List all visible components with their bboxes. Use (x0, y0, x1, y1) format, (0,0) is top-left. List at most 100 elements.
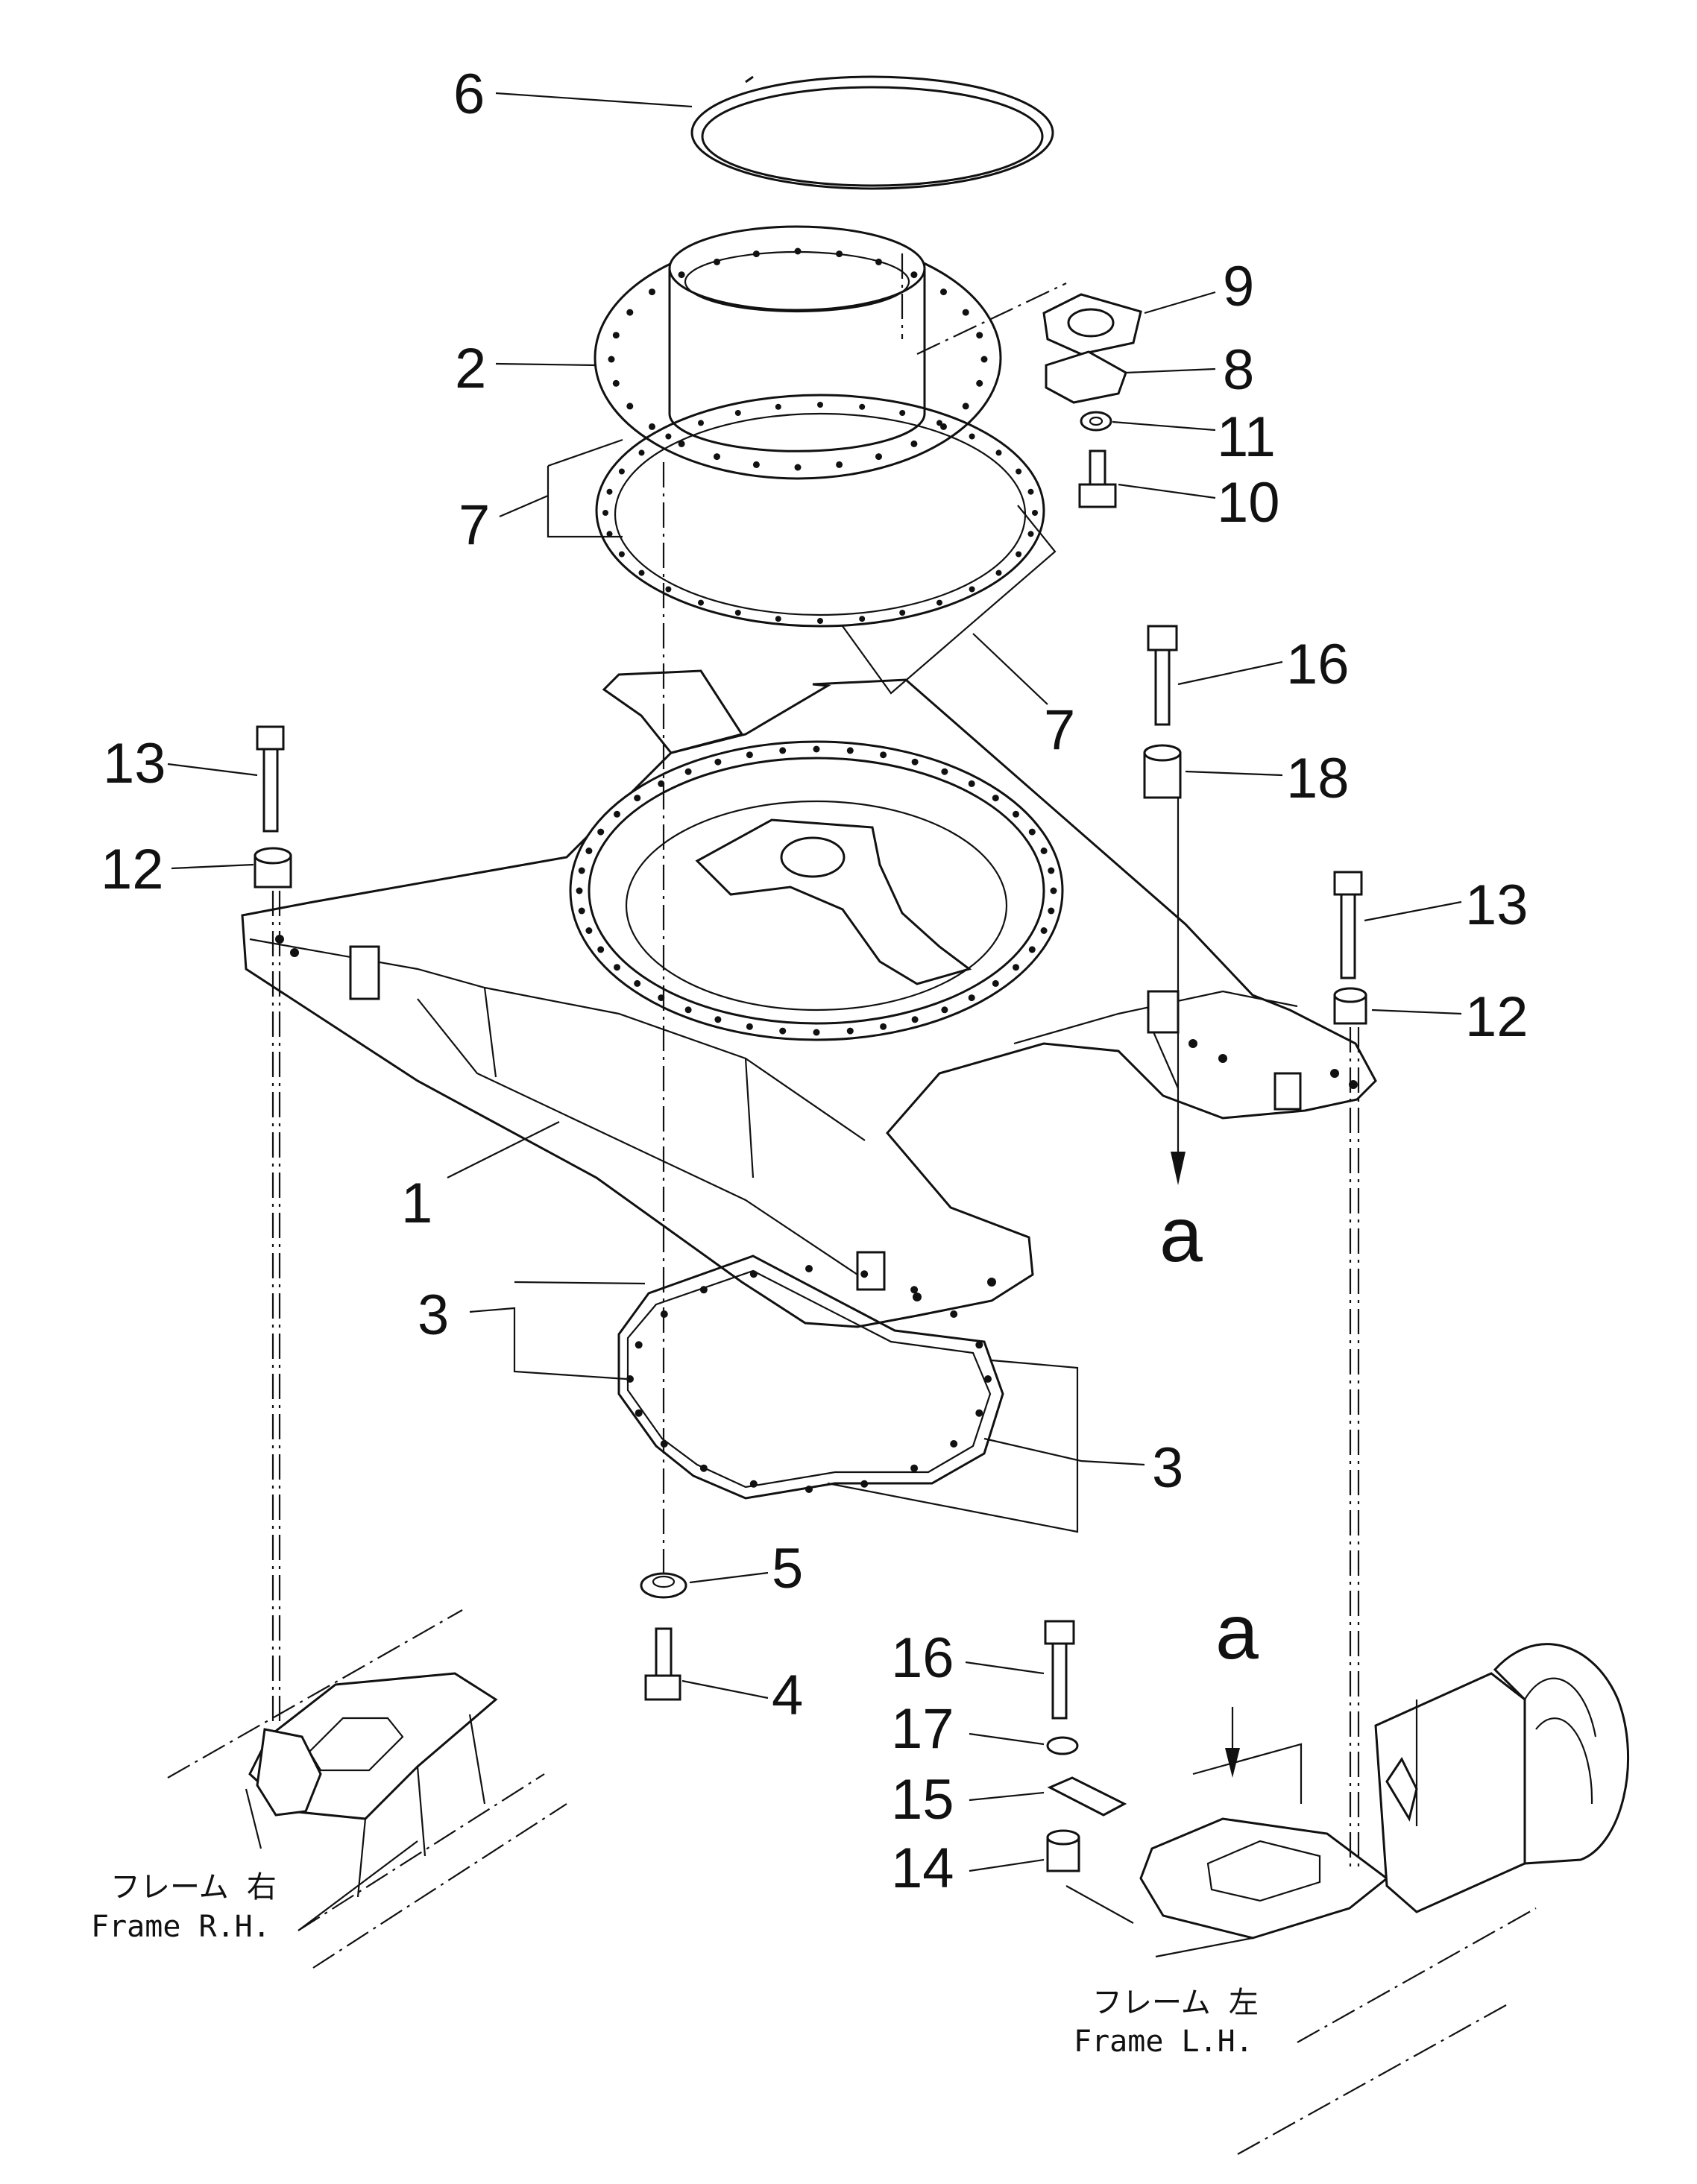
bolt-hole (749, 1480, 758, 1488)
frame-lh-label-en: Frame L.H. (1074, 2024, 1253, 2059)
part-12-spacer-right (1333, 987, 1367, 1025)
bolt-hole (836, 250, 843, 258)
bolt-hole (1028, 828, 1036, 836)
callout-16-lower: 16 (891, 1626, 954, 1690)
bolt-hole (880, 1023, 887, 1030)
bolt-hole (734, 410, 741, 416)
part-17-washer (1046, 1736, 1079, 1755)
frame-lh-label-jp: フレーム 左 (1092, 1986, 1259, 2020)
bolt-hole (968, 994, 975, 1002)
bolt-hole (626, 309, 634, 316)
bolt-hole (910, 271, 918, 279)
bolt-hole (779, 1027, 787, 1035)
bolt-hole (968, 780, 975, 787)
bolt-hole (634, 979, 641, 987)
part-1-mount-frame (241, 669, 1377, 1328)
bolt-hole (910, 440, 918, 447)
bolt-hole (975, 1409, 983, 1417)
bolt-hole (1048, 867, 1055, 874)
bolt-hole (665, 586, 672, 593)
part-2-retainer (594, 225, 1002, 480)
part-13-bolt-right (1333, 871, 1363, 979)
callout-9: 9 (1223, 255, 1254, 318)
bolt-hole (911, 758, 919, 766)
part-12-spacer-left (254, 847, 292, 889)
bolt-hole (910, 1464, 919, 1472)
callout-3-left: 3 (418, 1284, 449, 1347)
bolt-hole (969, 433, 975, 440)
bolt-hole (597, 946, 605, 953)
bolt-hole (962, 403, 969, 410)
bolt-hole (813, 1029, 820, 1036)
bolt-hole (910, 1286, 919, 1294)
callout-5: 5 (772, 1537, 803, 1600)
callout-17: 17 (891, 1697, 954, 1761)
bolt-hole (618, 468, 625, 475)
assembly-lines (271, 253, 1360, 1871)
bolt-hole (714, 453, 720, 461)
bolt-hole (746, 1023, 753, 1030)
callout-13-right: 13 (1465, 874, 1528, 937)
bolt-hole (608, 356, 615, 363)
callout-7-left: 7 (459, 493, 490, 557)
leader-lines (167, 92, 1462, 1958)
callout-8: 8 (1223, 338, 1254, 402)
view-marker-top: a (1159, 1192, 1203, 1278)
bolt-hole (875, 258, 882, 265)
callout-3-right: 3 (1152, 1436, 1183, 1500)
bolt-hole (1040, 927, 1048, 934)
bolt-hole (992, 979, 999, 987)
bolt-hole (846, 1027, 854, 1035)
callout-11: 11 (1217, 405, 1276, 469)
bolt-hole (1048, 907, 1055, 915)
callout-12-left: 12 (101, 838, 164, 901)
part-14-spacer (1046, 1829, 1080, 1872)
bolt-hole (1013, 810, 1019, 818)
bolt-hole (1013, 964, 1019, 971)
bolt-hole (995, 449, 1002, 456)
bolt-hole (576, 887, 583, 894)
bolt-hole (1028, 946, 1036, 953)
bolt-hole (794, 464, 802, 471)
bolt-hole (698, 599, 704, 606)
bolt-hole (817, 618, 823, 624)
bolt-hole (699, 1464, 708, 1472)
bolt-hole (775, 616, 781, 622)
bolt-hole (614, 964, 620, 971)
part-13-bolt-left (256, 725, 285, 833)
bolt-hole (612, 379, 620, 387)
bolt-hole (875, 453, 882, 461)
callout-1: 1 (401, 1172, 432, 1235)
bolt-hole (699, 1286, 708, 1294)
view-marker-bottom: a (1215, 1589, 1259, 1676)
bolt-hole (899, 610, 906, 616)
bolt-hole (618, 551, 625, 558)
bolt-hole (746, 751, 753, 759)
bolt-hole (638, 449, 645, 456)
part-10-bolt (1078, 449, 1117, 508)
bolt-hole (936, 599, 942, 606)
bolt-hole (992, 795, 999, 802)
bolt-hole (969, 586, 975, 593)
bolt-hole (779, 747, 787, 754)
bolt-hole (817, 402, 823, 408)
bolt-hole (649, 288, 655, 296)
part-3-gasket (617, 1254, 1004, 1500)
bolt-hole (698, 420, 704, 426)
part-7-shims (595, 394, 1045, 628)
part-5-washer (640, 1572, 687, 1599)
bolt-hole (1027, 531, 1034, 537)
bolt-hole (734, 610, 741, 616)
frame-rh-label-jp: フレーム 右 (110, 1870, 277, 1904)
bolt-hole (638, 569, 645, 576)
bolt-hole (749, 1270, 758, 1278)
bolt-hole (585, 927, 593, 934)
bolt-hole (941, 768, 948, 775)
bolt-hole (585, 848, 593, 854)
bolt-hole (813, 745, 820, 753)
bolt-hole (714, 1016, 722, 1023)
frame-rh-drawing (167, 1609, 567, 1969)
bolt-hole (794, 247, 802, 255)
bolt-hole (1016, 468, 1022, 475)
bolt-hole (859, 403, 866, 410)
